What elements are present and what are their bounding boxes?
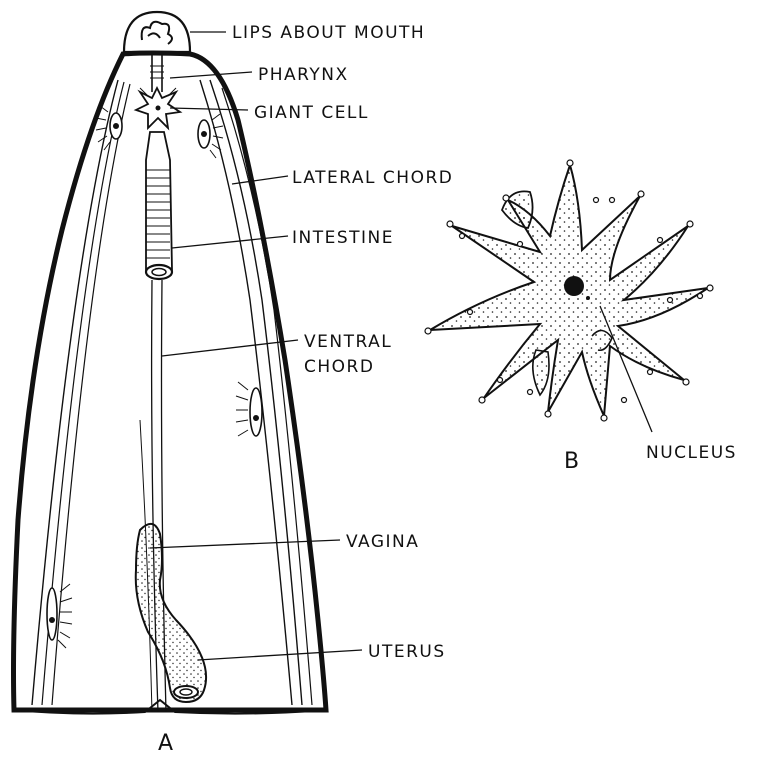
label-lateral-chord: LATERAL CHORD xyxy=(292,168,453,188)
label-lips-about-mouth: LIPS ABOUT MOUTH xyxy=(232,23,425,43)
label-giant-cell: GIANT CELL xyxy=(254,103,369,123)
label-uterus: UTERUS xyxy=(368,642,446,662)
label-pharynx: PHARYNX xyxy=(258,65,349,85)
nucleus xyxy=(564,276,584,296)
giant-cell-enlarged-figure xyxy=(425,160,713,421)
intestine xyxy=(146,132,172,270)
label-chord: CHORD xyxy=(304,357,374,377)
label-vagina: VAGINA xyxy=(346,532,419,552)
lips-cap xyxy=(124,12,190,52)
label-nucleus: NUCLEUS xyxy=(646,443,737,463)
caption-b: B xyxy=(564,449,579,474)
caption-a: A xyxy=(158,731,173,756)
label-ventral: VENTRAL xyxy=(304,332,392,352)
label-intestine: INTESTINE xyxy=(292,228,394,248)
